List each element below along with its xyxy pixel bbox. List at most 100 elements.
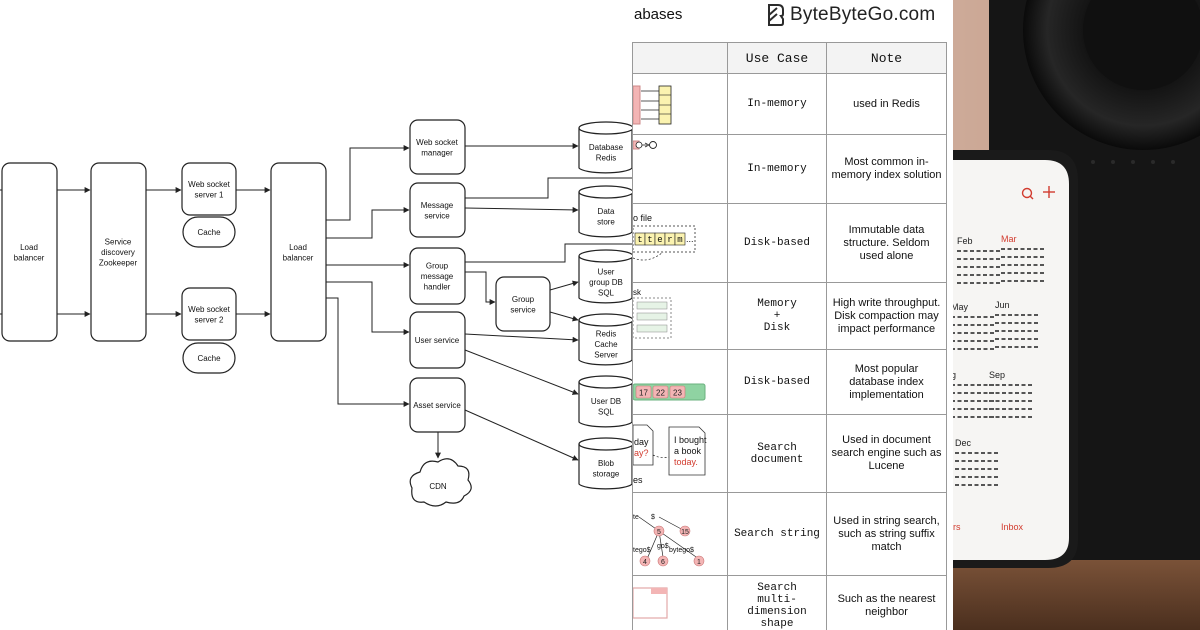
calendar-day-mark (994, 476, 998, 478)
calendar-day-mark (964, 400, 968, 402)
calendar-day-mark (1034, 338, 1038, 340)
calendar-day-mark (976, 274, 981, 276)
calendar-day-mark (957, 266, 961, 268)
calendar-day-mark (974, 460, 979, 462)
row3-label: o file (633, 213, 652, 223)
calendar-day-mark (953, 384, 955, 386)
row4-label: sk (633, 288, 642, 297)
calendar-day-mark (1001, 338, 1006, 340)
calendar-day-mark (977, 324, 981, 326)
node-label-ws-mgr: Web socket (416, 138, 458, 147)
calendars-tab[interactable]: rs (953, 522, 961, 532)
use-case-cell: Memory + Disk (727, 282, 827, 350)
calendar-day-mark (1033, 280, 1038, 282)
calendar-day-mark (981, 452, 985, 454)
calendar-day-mark (1034, 322, 1038, 324)
search-icon[interactable] (1021, 187, 1033, 199)
calendar-day-mark (1020, 256, 1025, 258)
node-label-data-store: store (597, 217, 615, 226)
calendar-day-mark (1021, 384, 1026, 386)
row6-doc-a-line2: ay? (634, 448, 649, 458)
calendar-day-mark (977, 340, 981, 342)
calendar-day-mark (1014, 264, 1018, 266)
calendar-day-mark (957, 324, 962, 326)
calendar-day-mark (1040, 248, 1044, 250)
calendar-day-mark (1033, 272, 1038, 274)
calendar-day-mark (1002, 400, 1006, 402)
calendar-day-mark (996, 266, 1000, 268)
btree-key: 22 (656, 389, 665, 398)
calendar-day-mark (970, 266, 974, 268)
use-case-cell: Search string (727, 492, 827, 576)
node-label-redis-cache: Server (594, 351, 618, 360)
calendar-day-mark (983, 416, 988, 418)
node-label-lb1: balancer (14, 253, 45, 262)
calendar-day-mark (957, 274, 961, 276)
node-label-data-store: Data (598, 207, 615, 216)
table-row: sk Memory + Disk High write throughput. … (632, 282, 947, 350)
calendar-day-mark (1021, 314, 1025, 316)
calendar-day-mark (970, 340, 975, 342)
calendar-day-mark (990, 316, 994, 318)
calendar-day-mark (953, 400, 955, 402)
node-user-svc (409, 311, 466, 369)
node-label-redis-cache: Cache (594, 340, 618, 349)
calendar-month-label: g (953, 370, 956, 380)
use-case-cell: Search multi-dimension shape (727, 575, 827, 630)
calendar-day-mark (983, 258, 987, 260)
edge-grpsvc-usergroupdb (549, 280, 579, 291)
calendar-day-mark (955, 476, 959, 478)
calendar-day-mark (1040, 280, 1044, 282)
panel-title: abases (634, 6, 683, 23)
edge-grphandler-grpsvc (465, 271, 496, 305)
edge-msgsvc-right (465, 177, 632, 199)
calendar-day-mark (976, 258, 981, 260)
btree-key: 17 (639, 389, 648, 398)
calendar-day-mark (1014, 314, 1019, 316)
calendar-day-mark (964, 392, 968, 394)
node-lb1 (1, 162, 58, 342)
calendar-day-mark (1008, 384, 1013, 386)
calendar-day-mark (989, 416, 993, 418)
btree-key-box (652, 385, 669, 399)
calendar-day-mark (1034, 346, 1038, 348)
note-cell: Used in string search, such as string su… (826, 492, 947, 576)
inbox-tab[interactable]: Inbox (1001, 522, 1024, 532)
node-ws1 (181, 162, 237, 216)
node-label-user-group-db: SQL (598, 289, 615, 298)
calendar-day-mark (1040, 256, 1044, 258)
calendar-day-mark (1033, 248, 1038, 250)
node-label-db-redis: Database (589, 143, 624, 152)
node-cdn (409, 458, 472, 507)
calendar-day-mark (1020, 264, 1025, 266)
node-label-grp-svc: Group (512, 295, 535, 304)
calendar-day-mark (1001, 330, 1006, 332)
calendar-day-mark (1007, 280, 1012, 282)
calendar-day-mark (957, 316, 962, 318)
calendar-day-mark (981, 476, 985, 478)
node-label-blob: Blob (598, 459, 615, 468)
node-label-cache2: Cache (197, 354, 221, 363)
note-cell: used in Redis (826, 73, 947, 135)
suffix-edge-label: tego$ (633, 547, 651, 554)
calendar-day-mark (953, 332, 955, 334)
calendar-day-mark (1021, 400, 1026, 402)
calendar-day-mark (983, 250, 987, 252)
calendar-day-mark (1028, 408, 1032, 410)
calendar-day-mark (964, 416, 968, 418)
calendar-day-mark (1014, 256, 1018, 258)
calendar-day-mark (970, 282, 974, 284)
calendar-day-mark (987, 452, 992, 454)
node-ws-mgr (409, 119, 466, 175)
calendar-day-mark (995, 346, 999, 348)
calendar-day-mark (989, 392, 993, 394)
node-label-ws1: server 1 (195, 190, 224, 199)
calendar-day-mark (977, 348, 981, 350)
calendar-day-mark (1027, 256, 1031, 258)
calendar-day-mark (1001, 280, 1005, 282)
node-user-db (578, 375, 632, 428)
node-label-ws2: Web socket (188, 305, 230, 314)
calendar-day-mark (1014, 338, 1019, 340)
